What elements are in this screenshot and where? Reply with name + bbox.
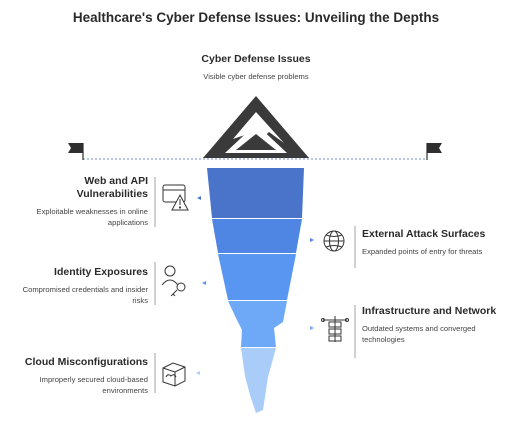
iceberg-band-5 bbox=[241, 348, 276, 413]
top-description: Visible cyber defense problems bbox=[203, 72, 309, 81]
mountain-icon bbox=[203, 96, 309, 158]
left-item-description: Improperly secured cloud-based environme… bbox=[39, 375, 148, 395]
globe-icon bbox=[323, 230, 345, 252]
left-item-identity: Identity Exposures Compromised credentia… bbox=[20, 266, 148, 306]
arrow-right-1-icon bbox=[310, 238, 314, 242]
right-item-description: Expanded points of entry for threats bbox=[362, 247, 483, 256]
arrow-right-2-icon bbox=[310, 326, 314, 330]
browser-warning-icon bbox=[162, 184, 189, 211]
right-item-heading: Infrastructure and Network bbox=[362, 305, 497, 317]
left-item-web-api: Web and API Vulnerabilities Exploitable … bbox=[20, 175, 148, 228]
right-item-external-attack: External Attack Surfaces Expanded points… bbox=[362, 228, 497, 258]
right-item-description: Outdated systems and converged technolog… bbox=[362, 324, 476, 344]
network-icon bbox=[321, 316, 349, 342]
left-item-heading: Web and API Vulnerabilities bbox=[76, 175, 148, 200]
top-heading: Cyber Defense Issues bbox=[201, 53, 311, 65]
right-flag-icon bbox=[427, 143, 442, 153]
iceberg-band-1 bbox=[207, 168, 304, 218]
left-item-description: Exploitable weaknesses in online applica… bbox=[36, 207, 148, 227]
arrow-left-1-icon bbox=[197, 196, 201, 200]
right-item-infrastructure: Infrastructure and Network Outdated syst… bbox=[362, 305, 497, 345]
arrow-left-3-icon bbox=[196, 371, 200, 375]
arrow-left-2-icon bbox=[202, 281, 206, 285]
iceberg-band-4 bbox=[228, 301, 287, 347]
cloud-box-icon bbox=[162, 362, 186, 387]
left-item-heading: Cloud Misconfigurations bbox=[24, 356, 148, 368]
iceberg-band-3 bbox=[218, 254, 296, 300]
iceberg-band-2 bbox=[212, 219, 302, 253]
left-flag-icon bbox=[68, 143, 83, 153]
user-key-icon bbox=[161, 265, 186, 297]
left-item-heading: Identity Exposures bbox=[54, 266, 148, 278]
left-item-cloud: Cloud Misconfigurations Improperly secur… bbox=[20, 356, 148, 396]
page-title: Healthcare's Cyber Defense Issues: Unvei… bbox=[72, 10, 440, 25]
right-item-heading: External Attack Surfaces bbox=[362, 228, 486, 240]
left-item-description: Compromised credentials and insider risk… bbox=[22, 285, 148, 305]
